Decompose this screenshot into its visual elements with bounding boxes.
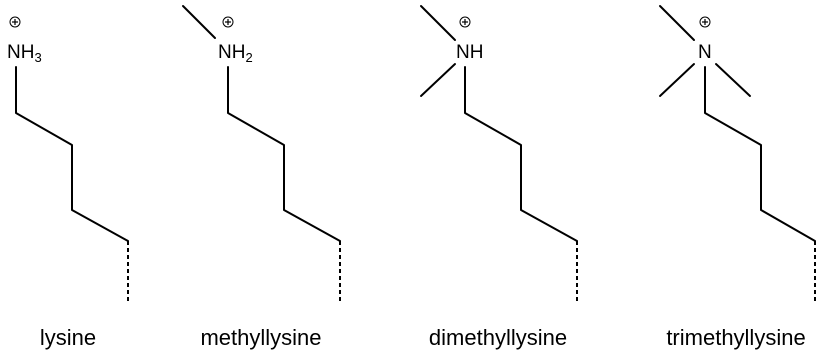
molecule-methyllysine: NH2 methyllysine [182, 5, 341, 350]
molecule-dimethyllysine: NH dimethyllysine [420, 5, 578, 350]
positive-charge-icon [459, 16, 471, 28]
side-chain [704, 66, 816, 242]
methyl-bond [659, 63, 695, 97]
methyl-bond [659, 5, 695, 41]
methyl-bond [182, 5, 216, 39]
side-chain [464, 66, 578, 242]
positive-charge-icon [222, 16, 234, 28]
amine-group: N [698, 42, 712, 63]
molecule-name: dimethyllysine [429, 325, 567, 350]
molecule-name: lysine [40, 325, 96, 350]
positive-charge-icon [699, 16, 711, 28]
methyl-bond [715, 63, 751, 97]
amine-group: NH [456, 42, 483, 63]
side-chain [227, 66, 341, 242]
methyl-bond [420, 63, 456, 97]
molecule-name: trimethyllysine [666, 325, 805, 350]
molecule-lysine: NH3 lysine [7, 16, 129, 350]
amine-group: NH2 [218, 42, 253, 65]
molecule-name: methyllysine [200, 325, 321, 350]
positive-charge-icon [9, 16, 21, 28]
side-chain [15, 66, 129, 242]
amine-group: NH3 [7, 42, 42, 65]
methyl-bond [420, 5, 456, 41]
molecule-trimethyllysine: N trimethyllysine [659, 5, 816, 350]
